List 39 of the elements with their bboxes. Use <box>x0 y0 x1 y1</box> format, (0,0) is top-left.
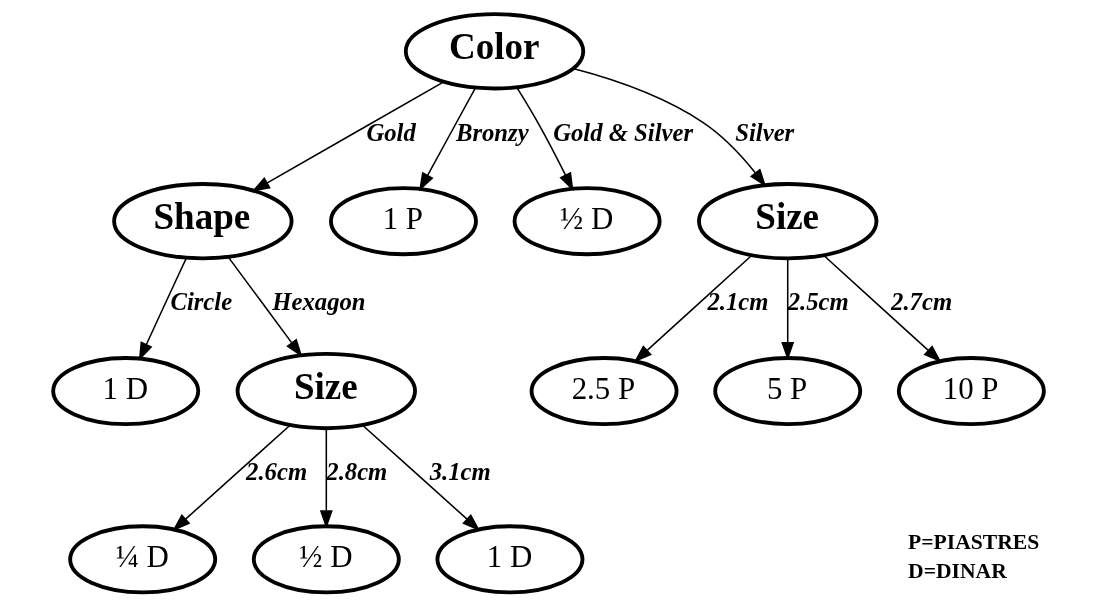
node-ellipse: 10 P <box>896 356 1046 427</box>
edge-label: Gold & Silver <box>553 118 694 146</box>
arrow <box>251 81 445 192</box>
arrow <box>319 427 333 529</box>
arrow <box>516 87 574 192</box>
edge-label: 2.5cm <box>787 288 849 316</box>
edge-label: Circle <box>170 288 233 316</box>
node-ellipse: 5 P <box>713 356 863 427</box>
edge-label: 2.8cm <box>326 458 388 486</box>
arrow <box>781 257 795 361</box>
node-ellipse: 1 D <box>435 524 585 595</box>
edge-label: 2.1cm <box>707 288 769 316</box>
arrow <box>633 254 753 363</box>
arrow <box>172 424 291 532</box>
edge-label: Hexagon <box>272 288 366 316</box>
arrow <box>227 256 303 358</box>
node-ellipse: ¼ D <box>68 524 218 595</box>
edge-label: Silver <box>735 118 795 146</box>
arrow <box>418 87 477 192</box>
node-ellipse: 2.5 P <box>529 356 679 427</box>
edge-label: 2.6cm <box>246 458 308 486</box>
node-ellipse: 1 D <box>51 356 201 427</box>
edge-label: 2.7cm <box>891 288 953 316</box>
arrow <box>572 67 767 188</box>
node-ellipse: ½ D <box>251 524 401 595</box>
edge-label: 3.1cm <box>429 458 491 486</box>
edge-label: Gold <box>366 118 416 146</box>
label: D=DINAR <box>908 559 1007 584</box>
label: P=PIASTRES <box>908 529 1040 554</box>
node-ellipse: Color <box>403 12 586 91</box>
node-ellipse: Size <box>235 351 417 431</box>
node-ellipse: 1 P <box>329 186 478 257</box>
node-ellipse: Size <box>697 182 879 261</box>
arrow <box>822 254 942 363</box>
node-ellipse: Shape <box>112 182 294 261</box>
arrow <box>361 424 481 532</box>
edge-label: Bronzy <box>455 118 529 146</box>
node-ellipse: ½ D <box>512 186 662 257</box>
arrow <box>138 257 188 361</box>
